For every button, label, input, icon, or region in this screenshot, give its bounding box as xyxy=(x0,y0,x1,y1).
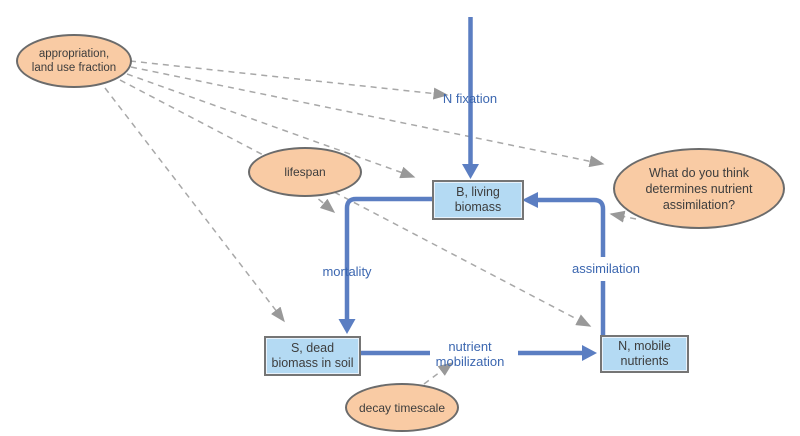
biomass-label-line2: biomass xyxy=(454,200,502,214)
mobilization-arrowhead xyxy=(582,345,597,361)
soil-label-line2: biomass in soil xyxy=(271,356,354,370)
nutrients-label-line1: N, mobile xyxy=(618,339,671,353)
mortality-arrowhead xyxy=(338,319,356,334)
assimilation-arrowhead xyxy=(522,192,538,208)
influence-appropriation-to-biomass-arrow xyxy=(126,73,416,179)
lifespan-label: lifespan xyxy=(284,165,326,179)
influence-decay-to-mobilization-arrow xyxy=(423,362,454,385)
question-line1: What do you think xyxy=(648,165,750,180)
appropriation-label-line2: land use fraction xyxy=(31,62,117,74)
nutrients-stock: N, mobile nutrients xyxy=(600,335,689,373)
decay-timescale-variable: decay timescale xyxy=(345,383,459,432)
question-bubble: What do you think determines nutrient as… xyxy=(613,148,785,229)
influence-appropriation-to-soil-arrow xyxy=(104,87,285,323)
biomass-label-line1: B, living xyxy=(456,185,500,199)
assimilation-flow-line xyxy=(535,197,606,335)
nutrients-label-line2: nutrients xyxy=(620,354,669,368)
decay-timescale-label: decay timescale xyxy=(358,400,446,415)
question-line3: assimilation? xyxy=(662,197,736,212)
influence-appropriation-to-nutrients-arrow xyxy=(119,79,592,327)
soil-label-line1: S, dead xyxy=(290,341,335,355)
influence-appropriation-to-question-arrow xyxy=(130,66,605,168)
mortality-flow-line xyxy=(344,196,432,322)
n-fixation-arrowhead xyxy=(462,164,479,179)
biomass-stock: B, living biomass xyxy=(432,180,524,220)
lifespan-variable: lifespan xyxy=(248,147,362,197)
influence-question-to-assimilation-arrow xyxy=(609,210,637,223)
appropriation-variable: appropriation, land use fraction xyxy=(16,34,132,88)
soil-stock: S, dead biomass in soil xyxy=(264,336,361,376)
appropriation-label-line1: appropriation, xyxy=(38,48,110,60)
question-line2: determines nutrient xyxy=(645,181,753,196)
influence-appropriation-to-nfixation-arrow xyxy=(129,60,449,100)
